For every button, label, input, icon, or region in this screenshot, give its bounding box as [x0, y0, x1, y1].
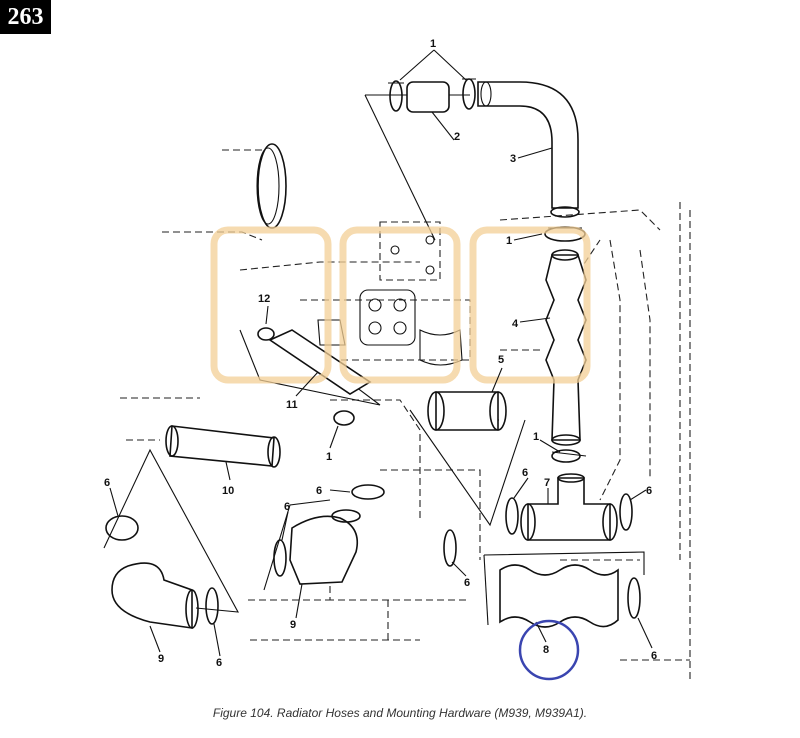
callout-1-low: 1: [533, 431, 539, 443]
hose-clamp-lower-right: [551, 449, 587, 463]
callout-1-left: 1: [326, 451, 332, 463]
callout-labels: 1 2 3 1 4 5 12 11 1 1 10 6 6 6 6 6 6 6 6…: [104, 38, 657, 669]
callout-9-center: 9: [290, 619, 296, 631]
callout-4: 4: [512, 318, 519, 330]
callout-6-d: 6: [522, 467, 528, 479]
callout-9-left: 9: [158, 653, 164, 665]
callout-6-h: 6: [651, 650, 657, 662]
callout-12: 12: [258, 293, 270, 305]
highlight-circle: [518, 619, 580, 681]
elbow-hose-9-left: [105, 515, 219, 629]
elbow-hose-9-center: [263, 484, 457, 591]
page-number-badge: 263: [0, 0, 51, 34]
callout-3: 3: [510, 153, 516, 165]
upper-radiator-tube: [477, 81, 580, 218]
callout-8: 8: [543, 644, 549, 656]
radiator-hoses-diagram: 1 2 3 1 4 5 12 11 1 1 10 6 6 6 6 6 6 6 6…: [103, 38, 691, 681]
tee-fitting-7: [505, 473, 633, 541]
figure-caption: Figure 104. Radiator Hoses and Mounting …: [212, 706, 588, 720]
flexible-hose-8: [483, 551, 645, 628]
callout-11: 11: [286, 399, 298, 411]
flexible-hose-4: [545, 249, 587, 446]
callout-2: 2: [454, 131, 460, 143]
straight-hose-10: [103, 425, 281, 613]
callout-7: 7: [544, 477, 550, 489]
engine-block-detail: [317, 235, 463, 366]
filler-neck-ring: [256, 143, 287, 229]
callout-5: 5: [498, 354, 504, 366]
upper-hose-assembly: [364, 78, 476, 241]
callout-1-mid: 1: [506, 235, 512, 247]
callout-6-b: 6: [284, 501, 290, 513]
callout-6-f: 6: [464, 577, 470, 589]
short-hose-5: [409, 391, 526, 527]
callout-6-e: 6: [646, 485, 652, 497]
callout-6-a: 6: [104, 477, 110, 489]
callout-1-top: 1: [430, 38, 436, 50]
watermark-overlay: [210, 226, 591, 384]
callout-6-g: 6: [216, 657, 222, 669]
callout-6-c: 6: [316, 485, 322, 497]
callout-10: 10: [222, 485, 234, 497]
callout-leaders: [109, 49, 653, 657]
